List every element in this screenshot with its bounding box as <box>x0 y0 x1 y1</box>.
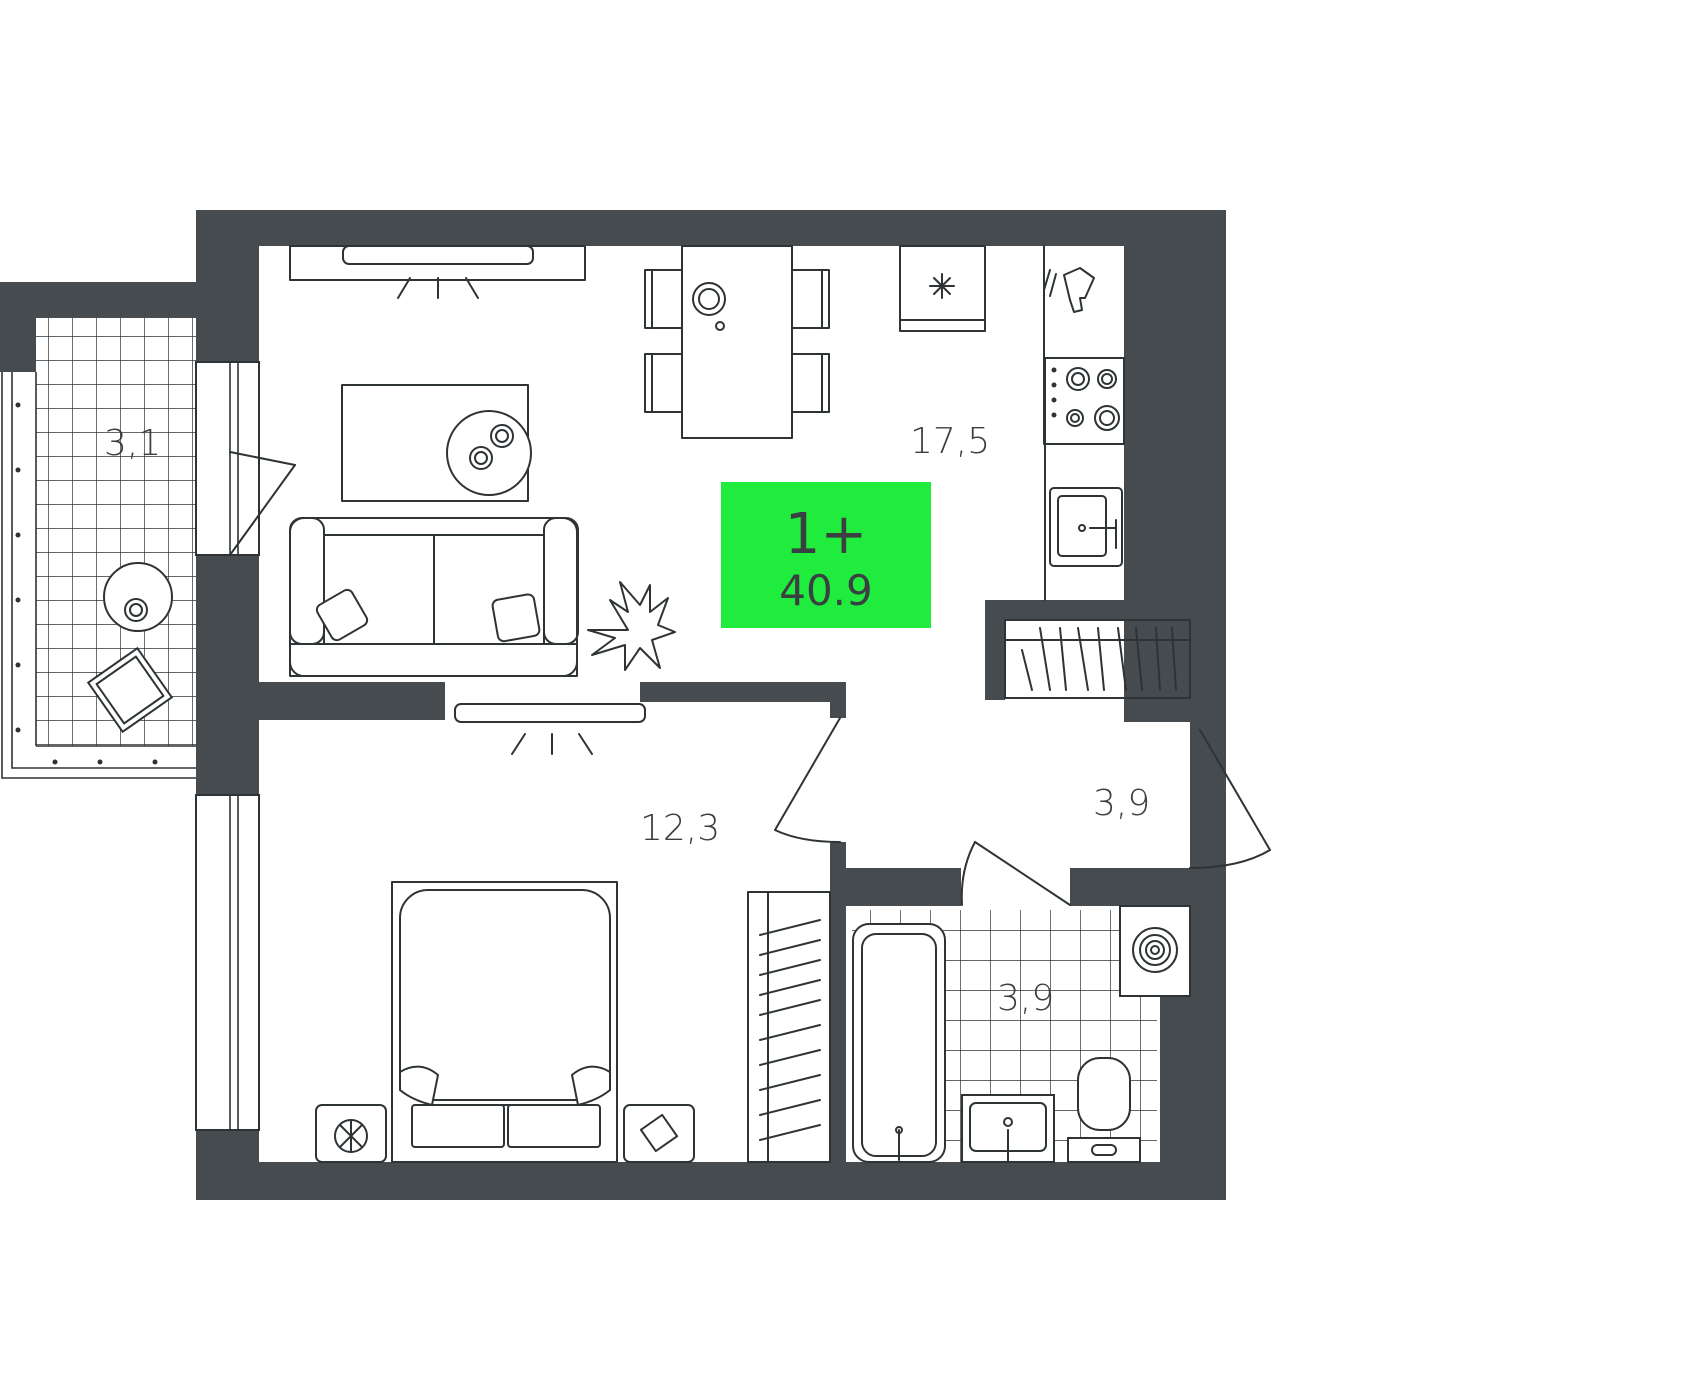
bedroom-area: 12,3 <box>640 808 720 849</box>
stove-icon <box>1043 357 1125 445</box>
rooms-count: 1+ <box>785 502 868 567</box>
sofa <box>289 517 579 677</box>
bathroom-area: 3,9 <box>997 978 1054 1019</box>
bed <box>391 881 618 1163</box>
area-labels: 3,1 17,5 12,3 3,9 3,9 <box>104 421 1150 1019</box>
air-conditioner-bedroom-icon <box>454 703 646 755</box>
air-conditioner-icon <box>289 245 586 299</box>
bedroom-wardrobe <box>747 891 831 1163</box>
plant-icon <box>587 581 676 671</box>
snowflake-icon <box>929 273 955 299</box>
windows <box>195 361 260 1131</box>
cutting-board-icon <box>1043 267 1095 313</box>
coffee-table-rug <box>341 384 532 502</box>
toilet-icon <box>1067 1057 1141 1163</box>
total-area: 40.9 <box>779 566 873 615</box>
apartment-badge: 1+ 40.9 <box>721 482 931 628</box>
doors <box>229 451 1271 906</box>
living-kitchen-area: 17,5 <box>910 421 990 462</box>
nightstand-book-icon <box>623 1104 695 1163</box>
dining-table <box>644 245 830 439</box>
balcony <box>0 282 198 779</box>
nightstand-fan-icon <box>315 1104 387 1163</box>
balcony-area: 3,1 <box>104 423 161 464</box>
hall-wardrobe <box>1004 619 1191 699</box>
bathtub-icon <box>852 923 946 1163</box>
kitchen <box>899 245 1125 601</box>
kitchen-sink-icon <box>1049 487 1123 567</box>
bathroom-sink-icon <box>961 1094 1055 1163</box>
washing-machine-icon <box>1119 905 1191 997</box>
hall-area: 3,9 <box>1093 783 1150 824</box>
